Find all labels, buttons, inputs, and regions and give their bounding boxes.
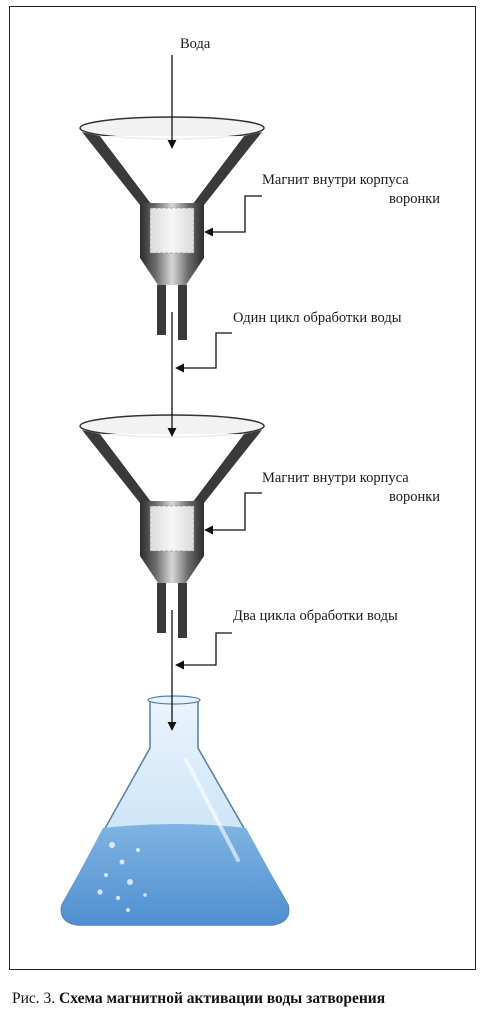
two-cycles-leader: [175, 632, 232, 670]
magnet-top-label-line1: Магнит внутри корпуса: [262, 172, 409, 188]
magnet-bottom-label-line2: воронки: [389, 489, 440, 505]
top-funnel: [79, 116, 265, 340]
magnet-bottom-label-line1: Магнит внутри корпуса: [262, 470, 409, 486]
magnet-top-label-line2: воронки: [389, 191, 440, 207]
top-funnel-cone-inner: [100, 136, 244, 205]
caption-title: Схема магнитной активации воды затворени…: [59, 990, 386, 1007]
magnet-top-leader: [204, 195, 262, 237]
top-funnel-magnet-window: [149, 207, 195, 254]
top-funnel-stem-left: [157, 285, 166, 335]
two-cycles-label: Два цикла обработки воды: [233, 608, 398, 624]
magnetic-activation-diagram: Вода Магнит внутри корпуса воронки Один …: [60, 36, 440, 926]
flask-bubbles: [97, 842, 147, 912]
magnet-bottom-leader: [204, 492, 262, 535]
bottom-funnel-neck: [140, 556, 204, 583]
bottom-funnel-right-wall: [192, 430, 262, 503]
bottom-funnel-cone-inner: [100, 434, 244, 503]
top-funnel-neck: [140, 258, 204, 285]
erlenmeyer-flask: [60, 695, 290, 926]
bottom-funnel-stem-left: [157, 583, 166, 633]
flask-water: [61, 824, 289, 925]
figure-frame: [9, 6, 476, 970]
flask-lip: [147, 695, 201, 705]
caption-prefix: Рис. 3.: [12, 990, 56, 1007]
one-cycle-leader: [175, 332, 232, 373]
figure-caption: Рис. 3. Схема магнитной активации воды з…: [12, 990, 482, 1008]
top-funnel-stem-right: [178, 285, 187, 340]
top-funnel-left-wall: [82, 132, 152, 205]
one-cycle-label: Один цикл обработки воды: [233, 310, 402, 326]
water-label: Вода: [180, 36, 211, 52]
bottom-funnel: [79, 414, 265, 638]
bottom-funnel-magnet-window: [149, 505, 195, 552]
bottom-funnel-left-wall: [82, 430, 152, 503]
bottom-funnel-stem-right: [178, 583, 187, 638]
flask-highlight: [184, 758, 240, 862]
top-funnel-right-wall: [192, 132, 262, 205]
